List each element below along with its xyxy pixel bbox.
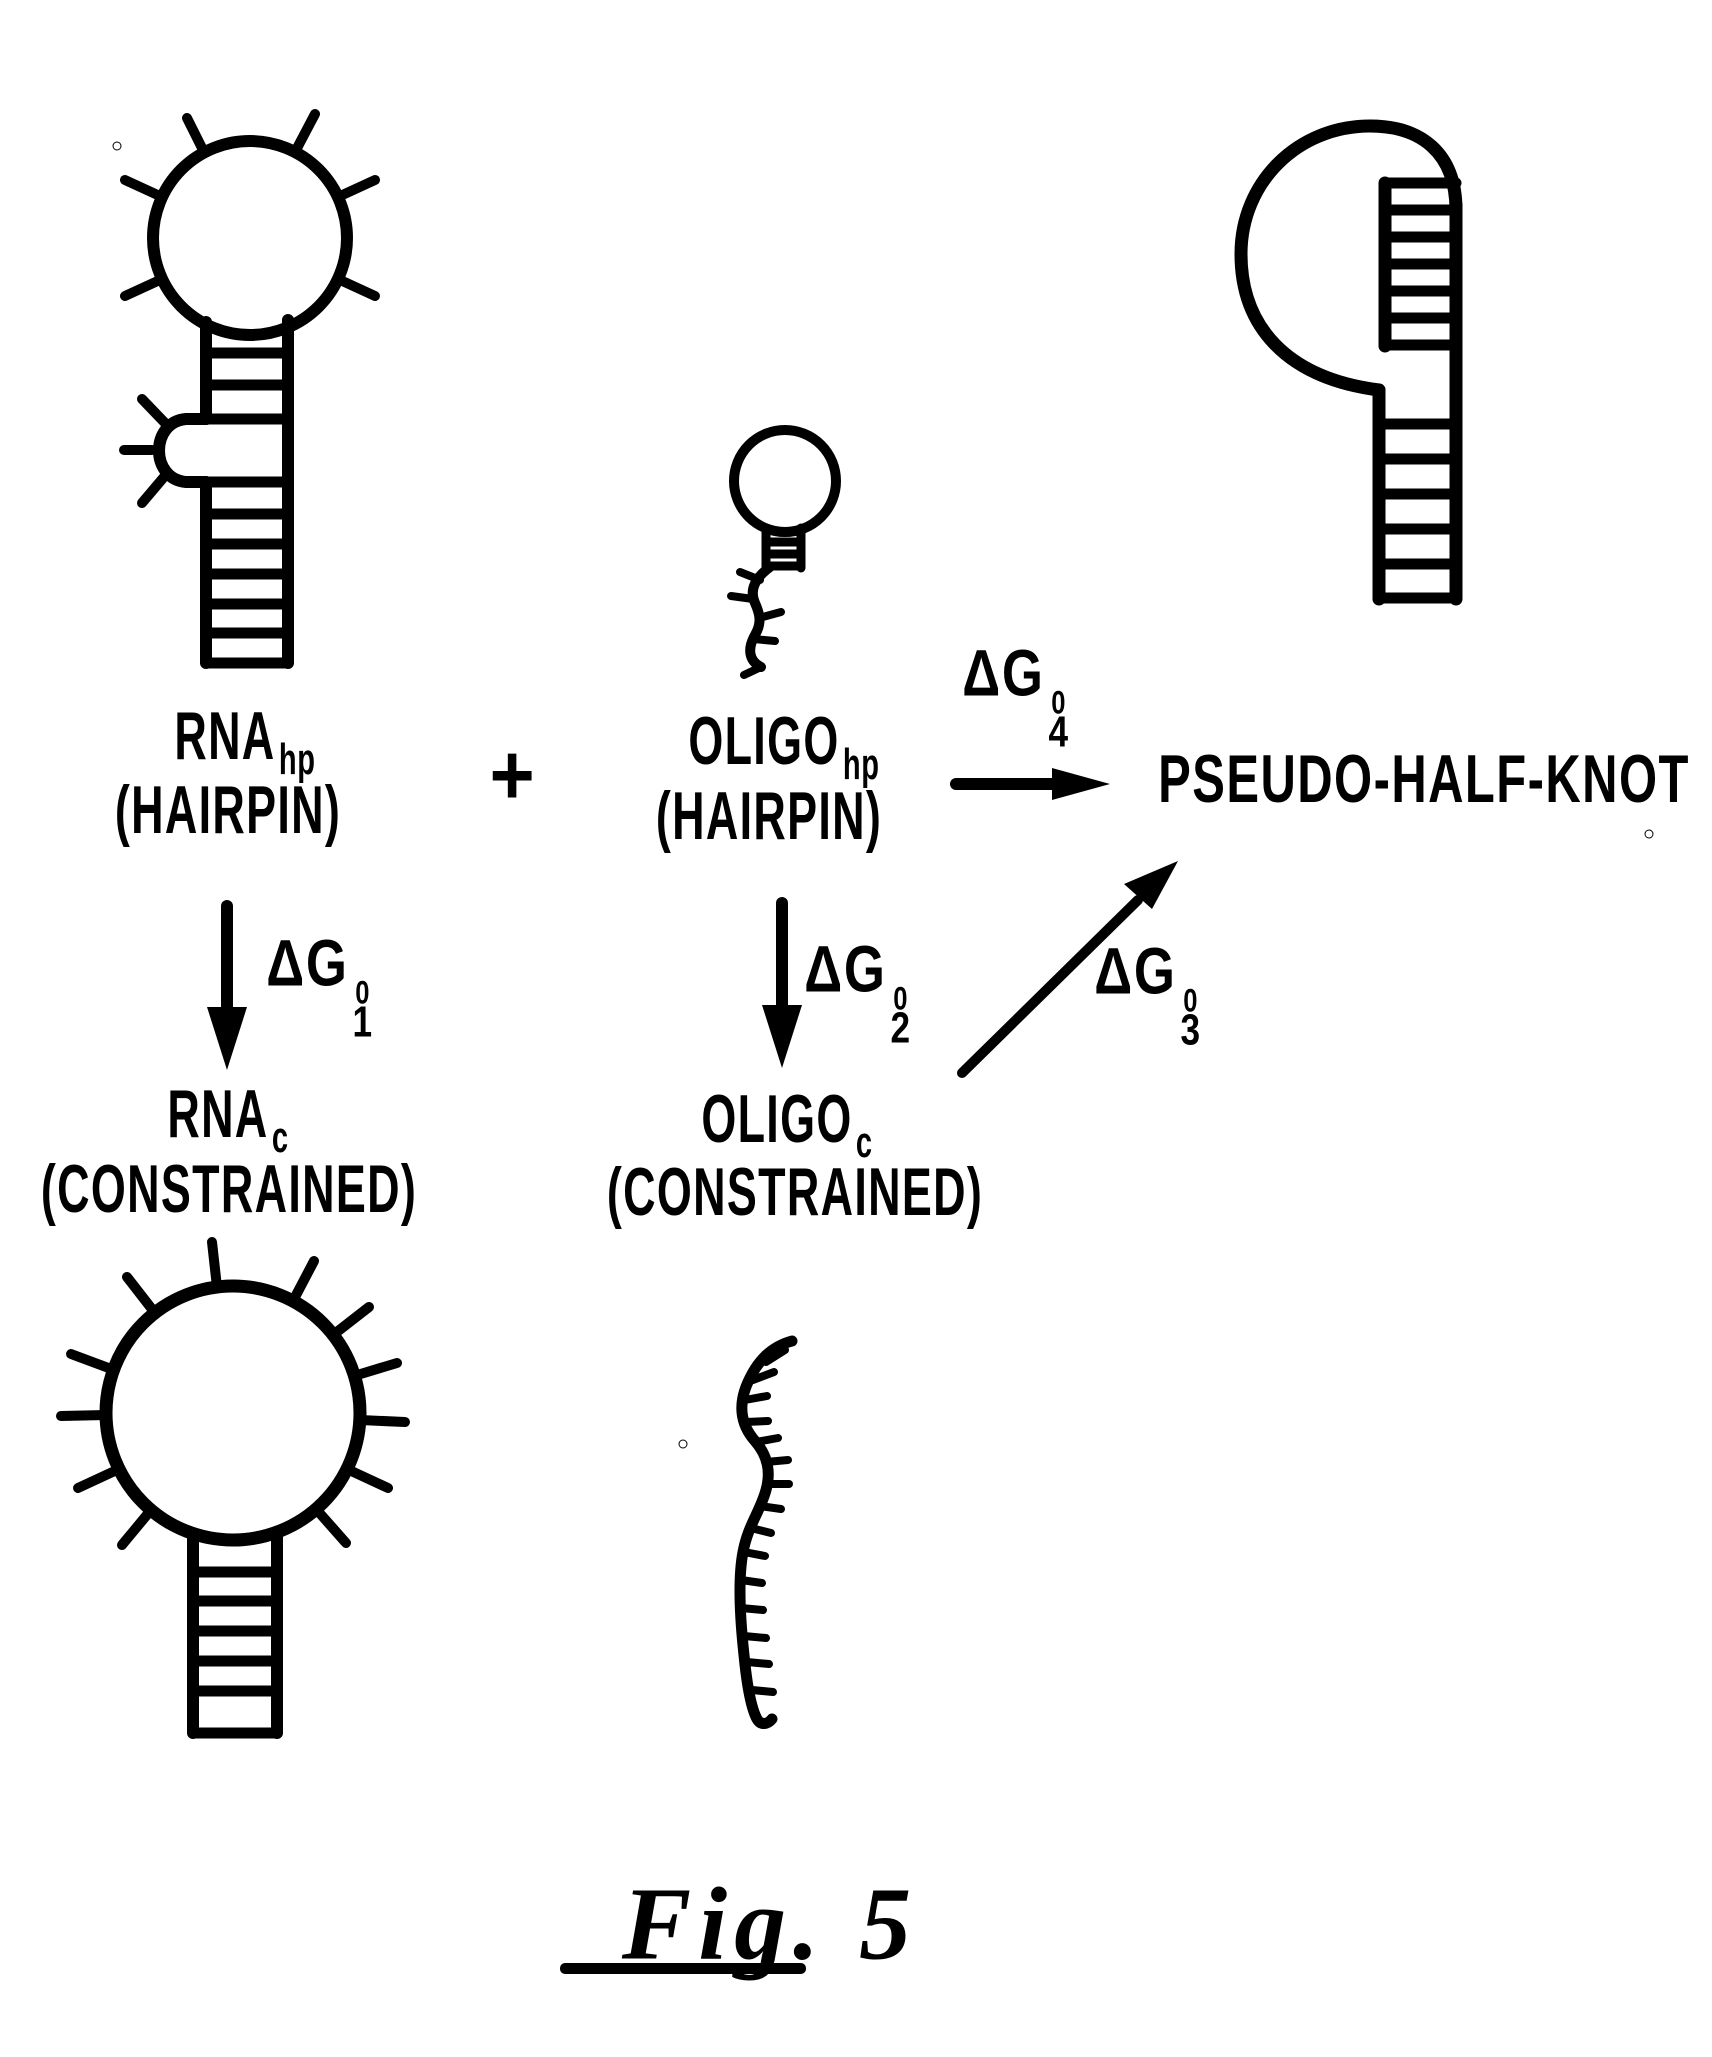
- reaction-arrow-dg2: [762, 897, 802, 1068]
- rna-c-name: RNA: [167, 1076, 269, 1152]
- reaction-arrow-dg1: [207, 900, 247, 1070]
- plus-operator: +: [489, 727, 537, 824]
- rna-hp-name: RNA: [174, 698, 276, 774]
- stem-rungs: [200, 347, 294, 669]
- dg2-superscript: 0: [893, 980, 910, 1017]
- rna-c-subscript: c: [271, 1113, 289, 1162]
- pseudo-knot-loop: [1234, 119, 1463, 397]
- hairpin-loop-circle: [147, 135, 353, 341]
- reaction-arrow-dg3: [957, 861, 1178, 1078]
- oligo-hairpin-structure: [727, 425, 841, 679]
- pseudo-half-knot-label: PSEUDO-HALF-KNOT: [1158, 741, 1690, 817]
- oligo-tail-tick-marks: [727, 568, 785, 679]
- dg1-subscript: 1: [352, 997, 374, 1047]
- stem-ladder: [200, 314, 294, 669]
- oligo-hp-label: OLIGOhp: [639, 702, 929, 790]
- oligo-c-name: OLIGO: [701, 1081, 853, 1157]
- oligo-hp-state-label: (HAIRPIN): [655, 778, 883, 854]
- dg2-base: ΔG: [804, 931, 887, 1006]
- dg2-subscript: 2: [890, 1003, 912, 1053]
- stem-bulge-loop: [153, 413, 212, 488]
- reaction-arrow-dg4: [950, 768, 1110, 800]
- oligo-stem-ladder: [761, 523, 806, 573]
- constrained-stem-rungs: [187, 1566, 283, 1739]
- dg3-base: ΔG: [1094, 933, 1177, 1008]
- arrow-head: [207, 1007, 247, 1070]
- dg4-superscript: 0: [1051, 684, 1068, 721]
- rna-hairpin-structure: [119, 109, 380, 669]
- arrow-head: [1052, 768, 1110, 800]
- dg3-subscript: 3: [1180, 1005, 1202, 1055]
- rna-hp-label: RNAhp: [138, 697, 352, 785]
- loop-tick-marks: [120, 109, 380, 301]
- rna-hp-subscript: hp: [278, 735, 316, 784]
- figure-caption: Fig. 5: [621, 1866, 919, 1982]
- bulge-tick-marks: [119, 394, 171, 508]
- dg3-superscript: 0: [1183, 982, 1200, 1019]
- scan-artifact-dots: [112, 141, 1654, 1449]
- oligo-hp-subscript: hp: [842, 740, 880, 789]
- arrow-head: [762, 1005, 802, 1068]
- rna-c-label: RNAc: [136, 1075, 320, 1163]
- oligo-c-subscript: c: [855, 1118, 873, 1167]
- oligo-c-state-label: (CONSTRAINED): [606, 1154, 984, 1230]
- oligo-hp-name: OLIGO: [688, 703, 840, 779]
- knot-lower-rungs: [1373, 418, 1462, 604]
- constrained-stem-ladder: [187, 1530, 283, 1739]
- arrow-head: [1124, 861, 1178, 909]
- dg4-base: ΔG: [962, 635, 1045, 710]
- constrained-loop-circle: [99, 1279, 367, 1547]
- rna-c-state-label: (CONSTRAINED): [40, 1151, 418, 1227]
- oligo-c-label: OLIGOc: [657, 1080, 917, 1168]
- knot-upper-rungs: [1379, 177, 1462, 351]
- arrow-shaft: [957, 895, 1143, 1078]
- constrained-oligo-tick-marks: [737, 1346, 793, 1696]
- pseudo-half-knot-structure: [1234, 119, 1463, 606]
- oligo-constrained-structure: [734, 1335, 798, 1729]
- constrained-loop-tick-marks: [56, 1237, 410, 1550]
- oligo-loop-circle: [729, 425, 841, 537]
- caption-underline: [560, 1963, 806, 1974]
- rna-hp-state-label: (HAIRPIN): [114, 772, 342, 848]
- rna-constrained-structure: [56, 1237, 410, 1739]
- dg1-superscript: 0: [355, 974, 372, 1011]
- dg4-subscript: 4: [1048, 707, 1070, 757]
- dg1-base: ΔG: [266, 925, 349, 1000]
